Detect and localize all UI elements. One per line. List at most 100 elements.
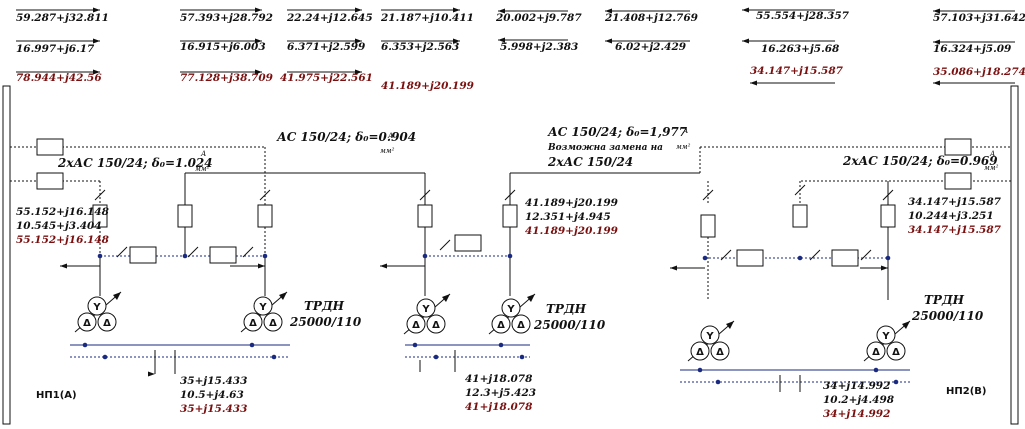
reactor — [36, 172, 64, 190]
flow-label: 16.324+j5.09 — [933, 43, 1012, 55]
flow-label: 77.128+j38.709 — [180, 72, 273, 84]
transformer-6-symbol: Δ — [872, 347, 880, 358]
reactor — [129, 246, 157, 264]
reactor — [417, 204, 433, 228]
unit-a: А — [201, 150, 207, 158]
breaker — [702, 189, 714, 201]
sub2-in: 41.189+j20.199 — [525, 197, 618, 209]
reactor — [92, 204, 108, 228]
flow-label: 16.997+j6.17 — [16, 43, 95, 55]
transformer-1-symbol: Δ — [83, 318, 91, 329]
breaker — [439, 239, 451, 251]
transformer-4-winding-lv1 — [491, 314, 511, 334]
sub1-in: 55.152+j16.148 — [16, 206, 109, 218]
node-dot — [797, 255, 803, 261]
transformer-5-winding-lv1 — [690, 341, 710, 361]
transformer-4-symbol: Y — [506, 304, 515, 315]
flow-label: 6.353+j2.563 — [381, 41, 460, 53]
node-dot — [885, 255, 891, 261]
reactor — [177, 204, 193, 228]
node-dot — [697, 367, 703, 373]
sub3-out: 10.2+j4.498 — [823, 394, 895, 406]
busbar-right — [1010, 85, 1019, 425]
line-spec-note: Возможна замена на — [548, 143, 663, 153]
transformer-6-winding-hv — [876, 325, 896, 345]
transformer-5-symbol: Y — [705, 331, 714, 342]
breaker — [809, 249, 821, 261]
breaker — [504, 189, 516, 201]
node-dot — [715, 379, 721, 385]
flow-label: 5.998+j2.383 — [500, 41, 579, 53]
node-dot — [433, 354, 439, 360]
transformer-4-symbol: Δ — [517, 320, 525, 331]
transformer-3-winding-lv1 — [406, 314, 426, 334]
transformer-3-symbol: Y — [421, 304, 430, 315]
transformer-6-winding-lv1 — [866, 341, 886, 361]
reactor — [736, 249, 764, 267]
reactor — [792, 204, 808, 228]
sub2-trafo-type: ТРДН — [546, 302, 586, 316]
transformer-2-symbol: Y — [258, 302, 267, 313]
transformer-1-winding-lv1 — [77, 312, 97, 332]
transformer-4-winding-lv2 — [511, 314, 531, 334]
transformer-2-winding-lv2 — [263, 312, 283, 332]
transformer-1-symbol: Y — [92, 302, 101, 313]
breaker — [259, 189, 271, 201]
sub3-out: 34+j14.992 — [823, 408, 891, 420]
transformer-5-symbol: Δ — [696, 347, 704, 358]
sub2-out: 41+j18.078 — [465, 401, 533, 413]
transformer-2-winding-lv1 — [243, 312, 263, 332]
flow-label: 6.371+j2.599 — [287, 41, 366, 53]
sub3-out: 34+j14.992 — [823, 380, 891, 392]
flow-label: 41.189+j20.199 — [381, 80, 474, 92]
reactor — [257, 204, 273, 228]
sub2-out: 41+j18.078 — [465, 373, 533, 385]
node-dot — [82, 342, 88, 348]
flow-label: 21.187+j10.411 — [381, 12, 474, 24]
node-dot — [412, 342, 418, 348]
flow-label: 57.103+j31.642 — [933, 12, 1025, 24]
breaker — [419, 189, 431, 201]
reactor — [944, 138, 972, 156]
transformer-5-winding-hv — [700, 325, 720, 345]
flow-label: 16.263+j5.68 — [761, 43, 840, 55]
unit-a: А — [683, 127, 689, 135]
sub3-trafo-rating: 25000/110 — [912, 309, 984, 323]
sub3-in: 34.147+j15.587 — [908, 196, 1001, 208]
sub2-in: 41.189+j20.199 — [525, 225, 618, 237]
transformer-3-winding-hv — [416, 298, 436, 318]
flow-label: 78.944+j42.56 — [16, 72, 102, 84]
reactor — [36, 138, 64, 156]
transformer-4-symbol: Δ — [497, 320, 505, 331]
sub3-in: 10.244+j3.251 — [908, 210, 994, 222]
reactor — [944, 172, 972, 190]
sub1-trafo-type: ТРДН — [304, 299, 344, 313]
busbar-left — [2, 85, 11, 425]
node-dot — [498, 342, 504, 348]
node-dot — [893, 379, 899, 385]
reactor — [880, 204, 896, 228]
transformer-3-symbol: Δ — [412, 320, 420, 331]
flow-label: 21.408+j12.769 — [605, 12, 698, 24]
breaker — [242, 246, 254, 258]
node-dot — [873, 367, 879, 373]
transformer-6-symbol: Y — [881, 331, 890, 342]
node-dot — [271, 354, 277, 360]
reactor — [700, 214, 716, 238]
sub1-out: 10.5+j4.63 — [180, 389, 244, 401]
transformer-1-symbol: Δ — [103, 318, 111, 329]
flow-label: 41.975+j22.561 — [280, 72, 373, 84]
flow-arrow-head — [148, 371, 155, 377]
node-dot — [102, 354, 108, 360]
transformer-3-symbol: Δ — [432, 320, 440, 331]
transformer-1-winding-hv — [87, 296, 107, 316]
line-spec-mid: АС 150/24; δ₀=0.904 — [277, 130, 417, 144]
sub2-in: 12.351+j4.945 — [525, 211, 611, 223]
node-dot — [702, 255, 708, 261]
breaker — [860, 249, 872, 261]
breaker — [794, 184, 806, 196]
breaker — [94, 189, 106, 201]
transformer-5-winding-lv2 — [710, 341, 730, 361]
line-spec-left: 2хАС 150/24; δ₀=1.024 — [58, 156, 213, 170]
flow-label: 34.147+j15.587 — [750, 65, 843, 77]
